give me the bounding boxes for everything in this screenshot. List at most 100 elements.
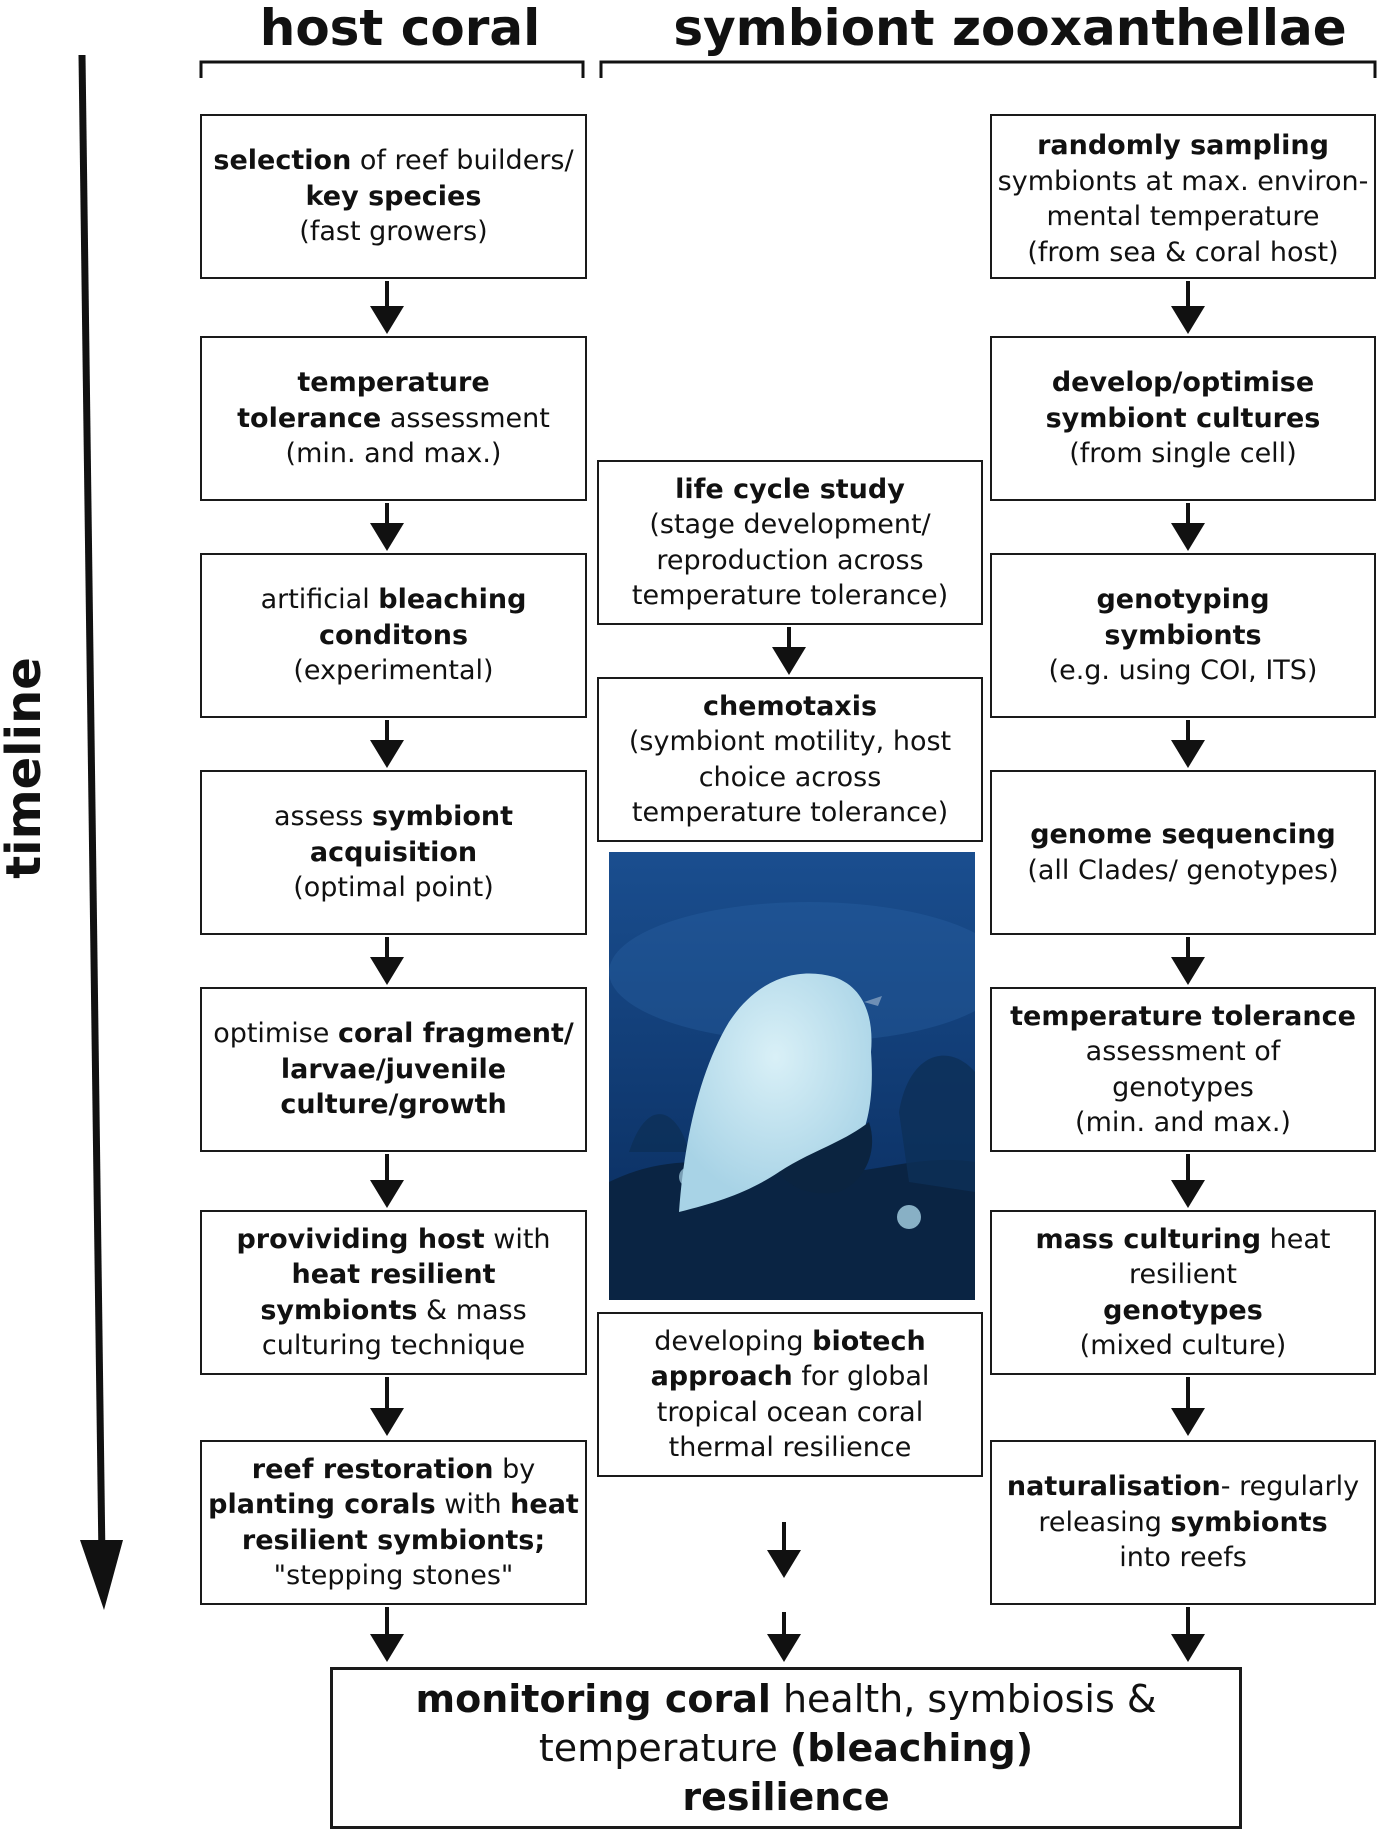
bold-text: planting corals <box>208 1489 436 1520</box>
text: (e.g. using COI, ITS) <box>1048 655 1318 687</box>
text: optimise <box>213 1018 338 1050</box>
text: (from sea & coral host) <box>1027 236 1339 268</box>
text-line: resilience <box>682 1773 889 1822</box>
text-line: resilient <box>1129 1257 1237 1293</box>
text: releasing <box>1038 1506 1171 1538</box>
bold-text: biotech <box>812 1325 926 1357</box>
text-line: heat resilient <box>292 1257 496 1293</box>
bold-text: acquisition <box>309 836 478 868</box>
down-arrow <box>370 1377 404 1436</box>
timeline-arrow <box>78 54 123 1610</box>
bold-text: resilient symbionts; <box>241 1524 546 1556</box>
text-line: resilient symbionts; <box>242 1523 545 1559</box>
text-line: planting corals with heat <box>208 1487 579 1523</box>
text: with <box>435 1489 511 1520</box>
down-arrow <box>1171 1154 1205 1208</box>
bold-text: tolerance <box>237 402 382 434</box>
text-line: (mixed culture) <box>1080 1328 1287 1364</box>
host-step-coral-culture: optimise coral fragment/larvae/juvenile c… <box>200 987 587 1152</box>
bold-text: bleaching <box>378 584 527 616</box>
text: (stage development/ <box>649 509 931 540</box>
text-line: randomly sampling <box>1037 128 1329 164</box>
text-line: assessment of <box>1086 1034 1281 1070</box>
text-line: naturalisation- regularly <box>1007 1469 1359 1505</box>
text: temperature tolerance) <box>631 580 949 611</box>
text: (symbiont motility, host <box>628 726 952 757</box>
text: heat <box>1261 1223 1331 1255</box>
text: (fast growers) <box>299 216 488 248</box>
text-line: mass culturing heat <box>1035 1222 1330 1258</box>
symbiont-step-genome-sequencing: genome sequencing(all Clades/ genotypes) <box>990 770 1376 935</box>
text-line: releasing symbionts <box>1038 1505 1327 1541</box>
text-line: (fast growers) <box>299 214 487 250</box>
down-arrow <box>370 1607 404 1662</box>
text-line: tolerance assessment <box>237 401 550 437</box>
text: with <box>484 1223 551 1255</box>
text-line: (experimental) <box>293 653 493 689</box>
text: assessment of <box>1085 1036 1281 1067</box>
text: developing <box>654 1325 813 1357</box>
text-line: genotyping <box>1096 582 1269 618</box>
text-line: temperature tolerance <box>1010 999 1356 1035</box>
text-line: thermal resilience <box>669 1430 912 1466</box>
text: (min. and max.) <box>285 438 502 470</box>
text: (from single cell) <box>1069 438 1297 470</box>
text-line: tropical ocean coral <box>657 1395 923 1431</box>
text: "stepping stones" <box>273 1560 514 1591</box>
text-line: genotypes <box>1112 1070 1254 1106</box>
text-line: mental temperature <box>1047 199 1320 235</box>
bold-text: larvae/juvenile <box>280 1053 507 1085</box>
down-arrow <box>1171 503 1205 551</box>
text: by <box>493 1453 536 1485</box>
text: of reef builders/ <box>351 145 574 177</box>
bold-text: coral fragment/ <box>338 1018 574 1050</box>
text-line: conditons <box>319 618 468 654</box>
text-line: (symbiont motility, host <box>629 724 951 760</box>
down-arrow <box>767 1522 801 1578</box>
text: reproduction across <box>656 544 924 576</box>
text-line: choice across <box>699 760 882 796</box>
text-line: artificial bleaching <box>261 582 527 618</box>
down-arrow <box>1171 1377 1205 1436</box>
text-line: temperature tolerance) <box>632 795 948 831</box>
text: (optimal point) <box>293 872 494 904</box>
text-line: symbiont cultures <box>1046 401 1321 437</box>
text-line: reef restoration by <box>252 1452 535 1488</box>
text-line: monitoring coral health, symbiosis & <box>416 1675 1157 1724</box>
middle-step-life-cycle: life cycle study(stage development/repro… <box>597 460 983 625</box>
down-arrow <box>370 503 404 551</box>
text: (min. and max.) <box>1075 1107 1291 1138</box>
text-line: culturing technique <box>262 1328 525 1364</box>
text: artificial <box>260 584 379 616</box>
text-line: into reefs <box>1119 1540 1247 1576</box>
text-line: developing biotech <box>654 1324 925 1360</box>
host-step-selection: selection of reef builders/key species(f… <box>200 114 587 279</box>
text: health, symbiosis & <box>770 1676 1157 1721</box>
bold-text: genotyping <box>1096 584 1270 616</box>
text: (mixed culture) <box>1079 1330 1287 1361</box>
bold-text: mass culturing <box>1035 1223 1262 1255</box>
text-line: genotypes <box>1103 1293 1263 1329</box>
host-coral-header: host coral <box>259 0 541 57</box>
text-line: "stepping stones" <box>274 1558 514 1594</box>
text-line: (min. and max.) <box>1075 1105 1291 1141</box>
down-arrow <box>772 627 806 675</box>
text-line: temperature <box>297 365 489 401</box>
bold-text: symbiont cultures <box>1045 402 1321 434</box>
bold-text: culture/growth <box>280 1089 507 1121</box>
down-arrow <box>1171 281 1205 334</box>
bold-text: develop/optimise <box>1051 367 1315 399</box>
text-line: (e.g. using COI, ITS) <box>1049 653 1318 689</box>
symbiont-header-bracket <box>599 60 1377 78</box>
text-line: symbionts & mass <box>260 1293 526 1329</box>
text: - regularly <box>1220 1471 1360 1503</box>
text-line: acquisition <box>310 835 477 871</box>
text-line: culture/growth <box>280 1087 506 1123</box>
text: symbionts at max. environ- <box>997 165 1369 197</box>
text-line: (all Clades/ genotypes) <box>1027 853 1338 889</box>
text-line: temperature (bleaching) <box>539 1724 1033 1773</box>
